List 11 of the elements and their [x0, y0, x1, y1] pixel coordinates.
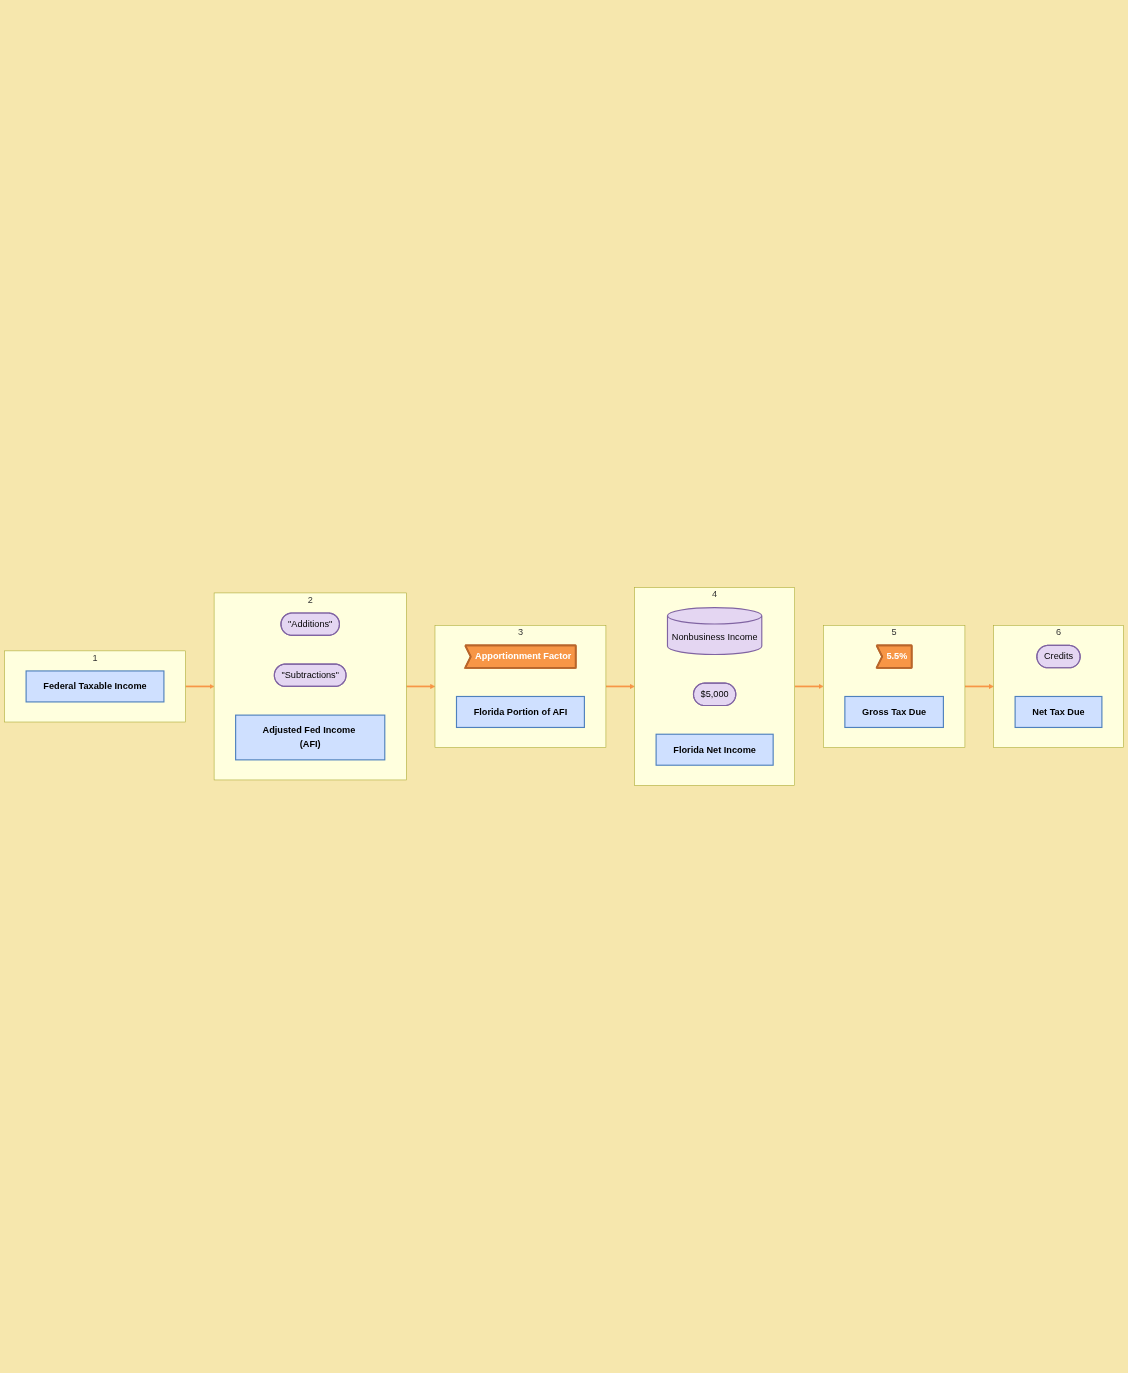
arrow	[405, 684, 436, 689]
arrow	[184, 684, 215, 689]
node-box: Gross Tax Due	[844, 695, 944, 729]
node-box: Adjusted Fed Income (AFI)	[235, 714, 386, 761]
node-box: Florida Net Income	[655, 733, 774, 766]
node-box: Net Tax Due	[1014, 695, 1103, 729]
arrow	[605, 684, 635, 689]
arrow	[793, 684, 824, 689]
node-box: Federal Taxable Income	[25, 670, 165, 703]
node-box: Florida Portion of AFI	[455, 695, 585, 729]
arrow	[964, 684, 994, 689]
